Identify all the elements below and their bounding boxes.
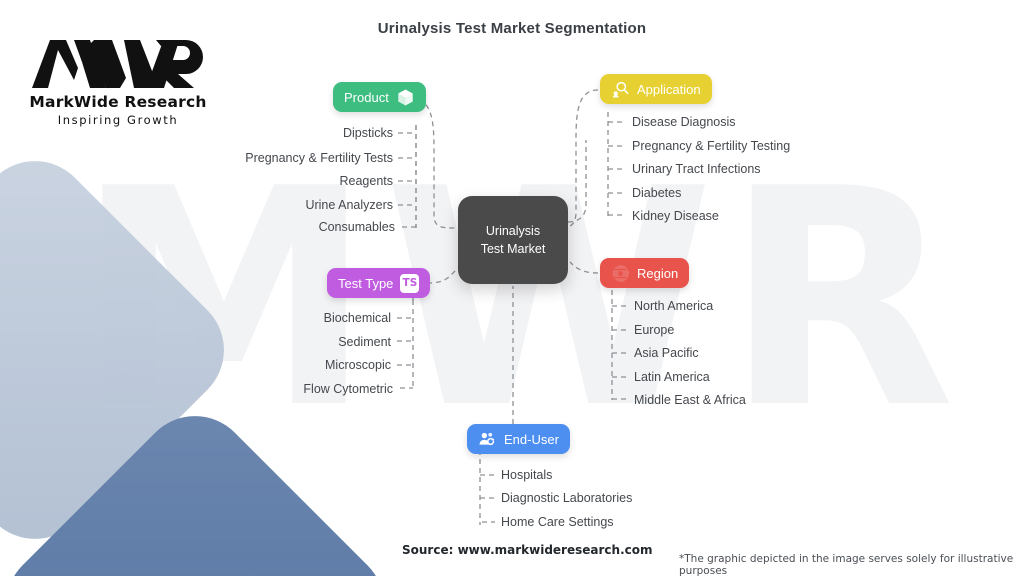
mwr-logo-mark: [32, 40, 203, 88]
leaf-application-2: Urinary Tract Infections: [632, 162, 761, 176]
branch-label-product: Product: [344, 89, 389, 105]
leaf-region-0: North America: [634, 299, 714, 313]
leaf-application-1: Pregnancy & Fertility Testing: [632, 139, 791, 153]
leaf-test-type-0: Biochemical: [323, 311, 391, 325]
disclaimer-text: *The graphic depicted in the image serve…: [679, 553, 1014, 576]
center-node: Urinalysis Test Market: [458, 196, 568, 284]
leaf-product-0: Dipsticks: [342, 126, 393, 140]
branch-label-end-user: End-User: [504, 431, 559, 447]
brand-logo: MarkWide Research Inspiring Growth: [28, 34, 208, 127]
leaf-test-type-1: Sediment: [338, 335, 391, 349]
page-title: Urinalysis Test Market Segmentation: [377, 20, 647, 37]
leaf-product-2: Reagents: [339, 174, 393, 188]
leaf-region-4: Middle East & Africa: [634, 393, 746, 407]
logo-tagline: Inspiring Growth: [57, 113, 179, 127]
ts-badge-icon: TS: [400, 273, 420, 293]
branch-label-application: Application: [637, 81, 701, 97]
leaf-end-user-0: Hospitals: [501, 468, 553, 482]
leaf-product-4: Consumables: [318, 220, 395, 234]
globe-icon: [611, 264, 630, 283]
leaf-product-3: Urine Analyzers: [305, 198, 393, 212]
leaf-application-3: Diabetes: [632, 186, 682, 200]
branch-label-region: Region: [637, 265, 679, 281]
branch-label-test-type: Test Type: [338, 275, 394, 291]
leaf-application-4: Kidney Disease: [632, 209, 719, 223]
branch-badge-end-user[interactable]: End-User: [467, 424, 570, 454]
leaf-test-type-3: Flow Cytometric: [303, 382, 393, 396]
logo-company-name: MarkWide Research: [29, 93, 207, 111]
branch-badge-region[interactable]: Region: [600, 258, 690, 288]
leaf-end-user-2: Home Care Settings: [501, 515, 614, 529]
center-node-line1: Urinalysis: [485, 223, 541, 238]
branch-badge-application[interactable]: Application: [600, 74, 712, 104]
leaf-region-1: Europe: [634, 323, 675, 337]
leaf-end-user-1: Diagnostic Laboratories: [501, 491, 633, 505]
leaf-application-0: Disease Diagnosis: [632, 115, 736, 129]
branch-badge-test-type[interactable]: Test Type TS: [327, 268, 431, 298]
users-icon: [478, 430, 497, 449]
branch-badge-product[interactable]: Product: [333, 82, 426, 112]
leaf-product-1: Pregnancy & Fertility Tests: [245, 151, 393, 165]
center-node-line2: Test Market: [480, 242, 546, 256]
leaf-region-3: Latin America: [634, 370, 710, 384]
cube-icon: [396, 88, 415, 107]
leaf-test-type-2: Microscopic: [325, 358, 391, 372]
leaf-region-2: Asia Pacific: [634, 346, 699, 360]
source-text: Source: www.markwideresearch.com: [402, 543, 653, 557]
center-node-label: Urinalysis Test Market: [481, 222, 546, 258]
user-search-icon: [611, 80, 630, 99]
